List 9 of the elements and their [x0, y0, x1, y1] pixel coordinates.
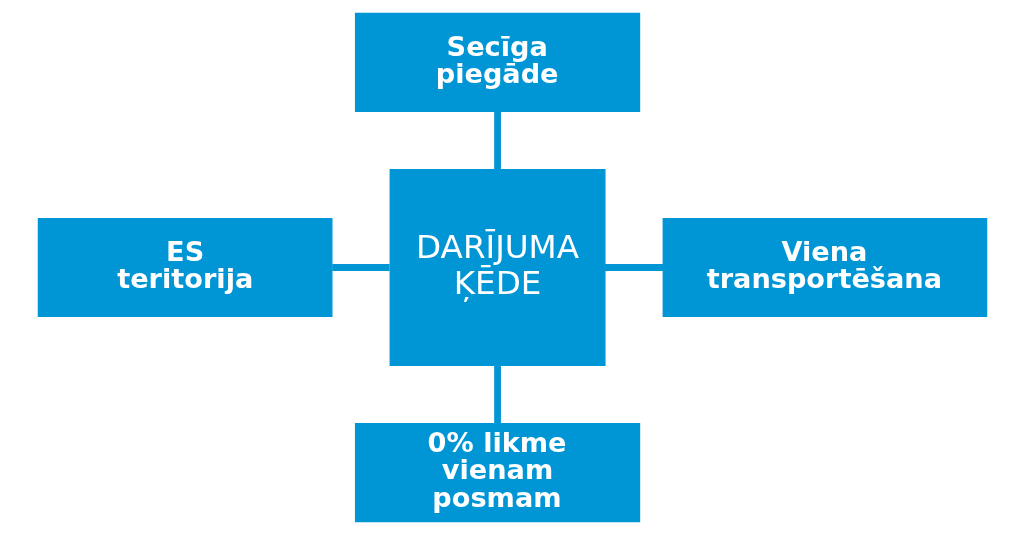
connector — [604, 264, 663, 271]
node-box: Viena transportēšana — [662, 217, 987, 318]
node-box: 0% likme vienam posmam — [354, 423, 640, 523]
connector — [493, 111, 501, 170]
connector — [331, 264, 390, 271]
node-box: Secīga piegāde — [354, 12, 640, 112]
node-box: ES teritorija — [37, 217, 332, 318]
node-box: DARĪJUMA ĶĒDE — [389, 169, 606, 366]
connector — [493, 365, 501, 424]
